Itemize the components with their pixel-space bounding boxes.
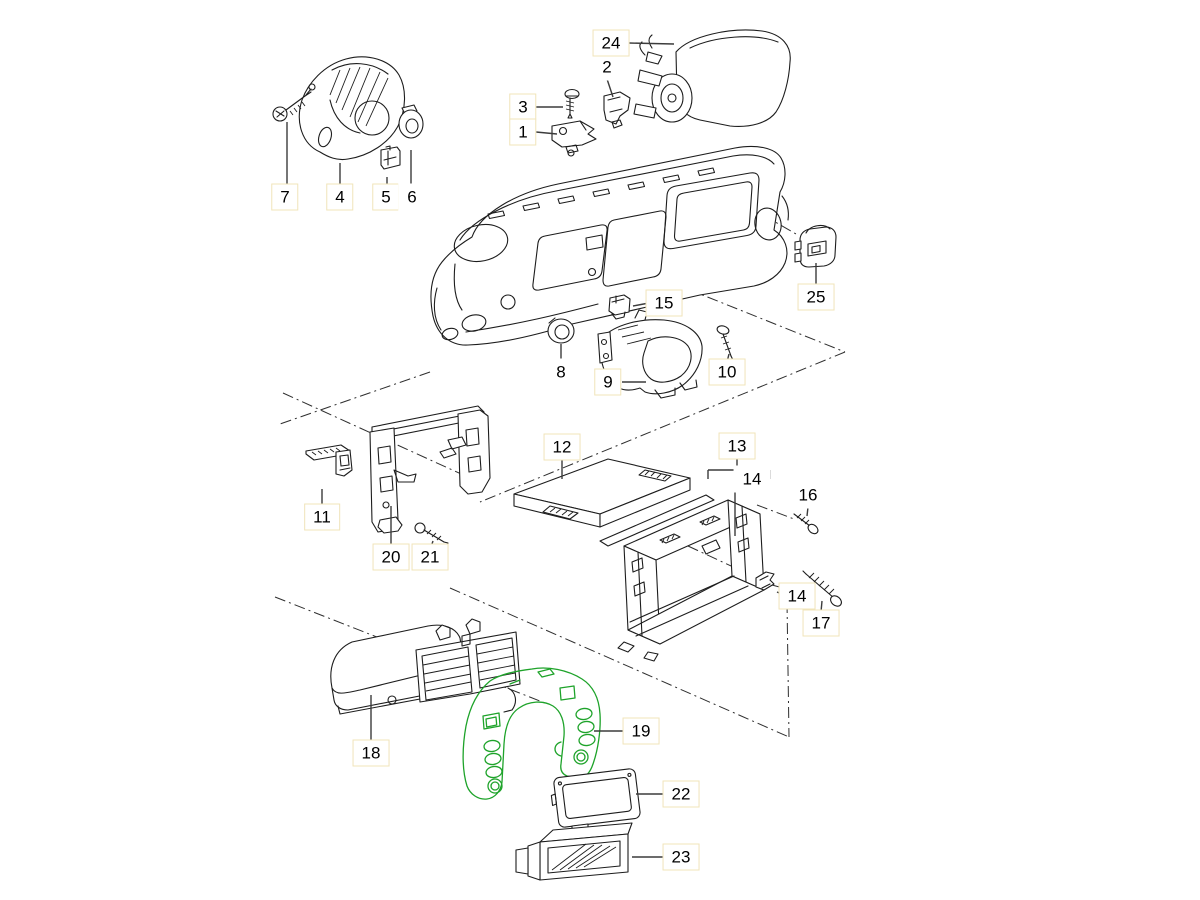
part-label-15[interactable]: 15	[645, 289, 683, 317]
part-label-21[interactable]: 21	[411, 543, 449, 571]
part-label-2[interactable]: 2	[593, 53, 621, 81]
clip-5	[380, 145, 401, 170]
part-23-storage-tray	[515, 822, 633, 881]
part-label-24[interactable]: 24	[592, 29, 630, 57]
part-label-9[interactable]: 9	[594, 368, 622, 396]
bracket-1	[551, 120, 597, 157]
part-label-8[interactable]: 8	[547, 358, 575, 386]
part-label-6[interactable]: 6	[398, 183, 426, 211]
part-label-25[interactable]: 25	[797, 283, 835, 311]
part-label-7[interactable]: 7	[271, 183, 299, 211]
part-label-13[interactable]: 13	[718, 432, 756, 460]
part-label-18[interactable]: 18	[352, 739, 390, 767]
screw-3	[564, 88, 580, 119]
part-19-center-trim-highlighted	[462, 667, 601, 800]
part-22-bezel	[550, 768, 641, 828]
part-label-5[interactable]: 5	[372, 183, 400, 211]
part-9-support	[597, 309, 703, 399]
grommet-6	[398, 104, 424, 139]
part-label-17[interactable]: 17	[802, 609, 840, 637]
part-20-mounting-frame	[369, 405, 491, 534]
screw-10	[716, 325, 734, 361]
dashboard-panel	[430, 145, 789, 346]
part-12-control-unit	[513, 458, 691, 528]
screw-17	[802, 570, 842, 607]
clip-14	[755, 571, 775, 591]
part-label-16[interactable]: 16	[789, 481, 827, 509]
part-4-vent-housing	[298, 56, 406, 161]
part-18-center-vents	[330, 618, 521, 715]
clip-2	[603, 91, 631, 129]
part-label-22[interactable]: 22	[662, 780, 700, 808]
part-label-20[interactable]: 20	[372, 543, 410, 571]
clip-15	[608, 294, 631, 320]
part-label-4[interactable]: 4	[326, 183, 354, 211]
part-label-14a[interactable]: 14	[733, 465, 771, 493]
part-25-latch	[794, 224, 837, 268]
grommet-8	[547, 317, 575, 344]
screw-21	[414, 522, 449, 544]
part-label-3[interactable]: 3	[509, 93, 537, 121]
screw-7	[272, 88, 312, 122]
part-label-10[interactable]: 10	[708, 358, 746, 386]
part-label-23[interactable]: 23	[662, 843, 700, 871]
part-label-11[interactable]: 11	[304, 503, 340, 531]
part-label-19[interactable]: 19	[622, 717, 660, 745]
screw-16	[793, 513, 819, 535]
part-13-mounting-cage	[599, 494, 765, 662]
part-label-12[interactable]: 12	[543, 433, 581, 461]
part-24-airbag-unit	[633, 29, 791, 127]
part-label-14b[interactable]: 14	[778, 582, 816, 610]
part-11-rail	[305, 444, 353, 477]
part-label-1[interactable]: 1	[509, 118, 537, 146]
